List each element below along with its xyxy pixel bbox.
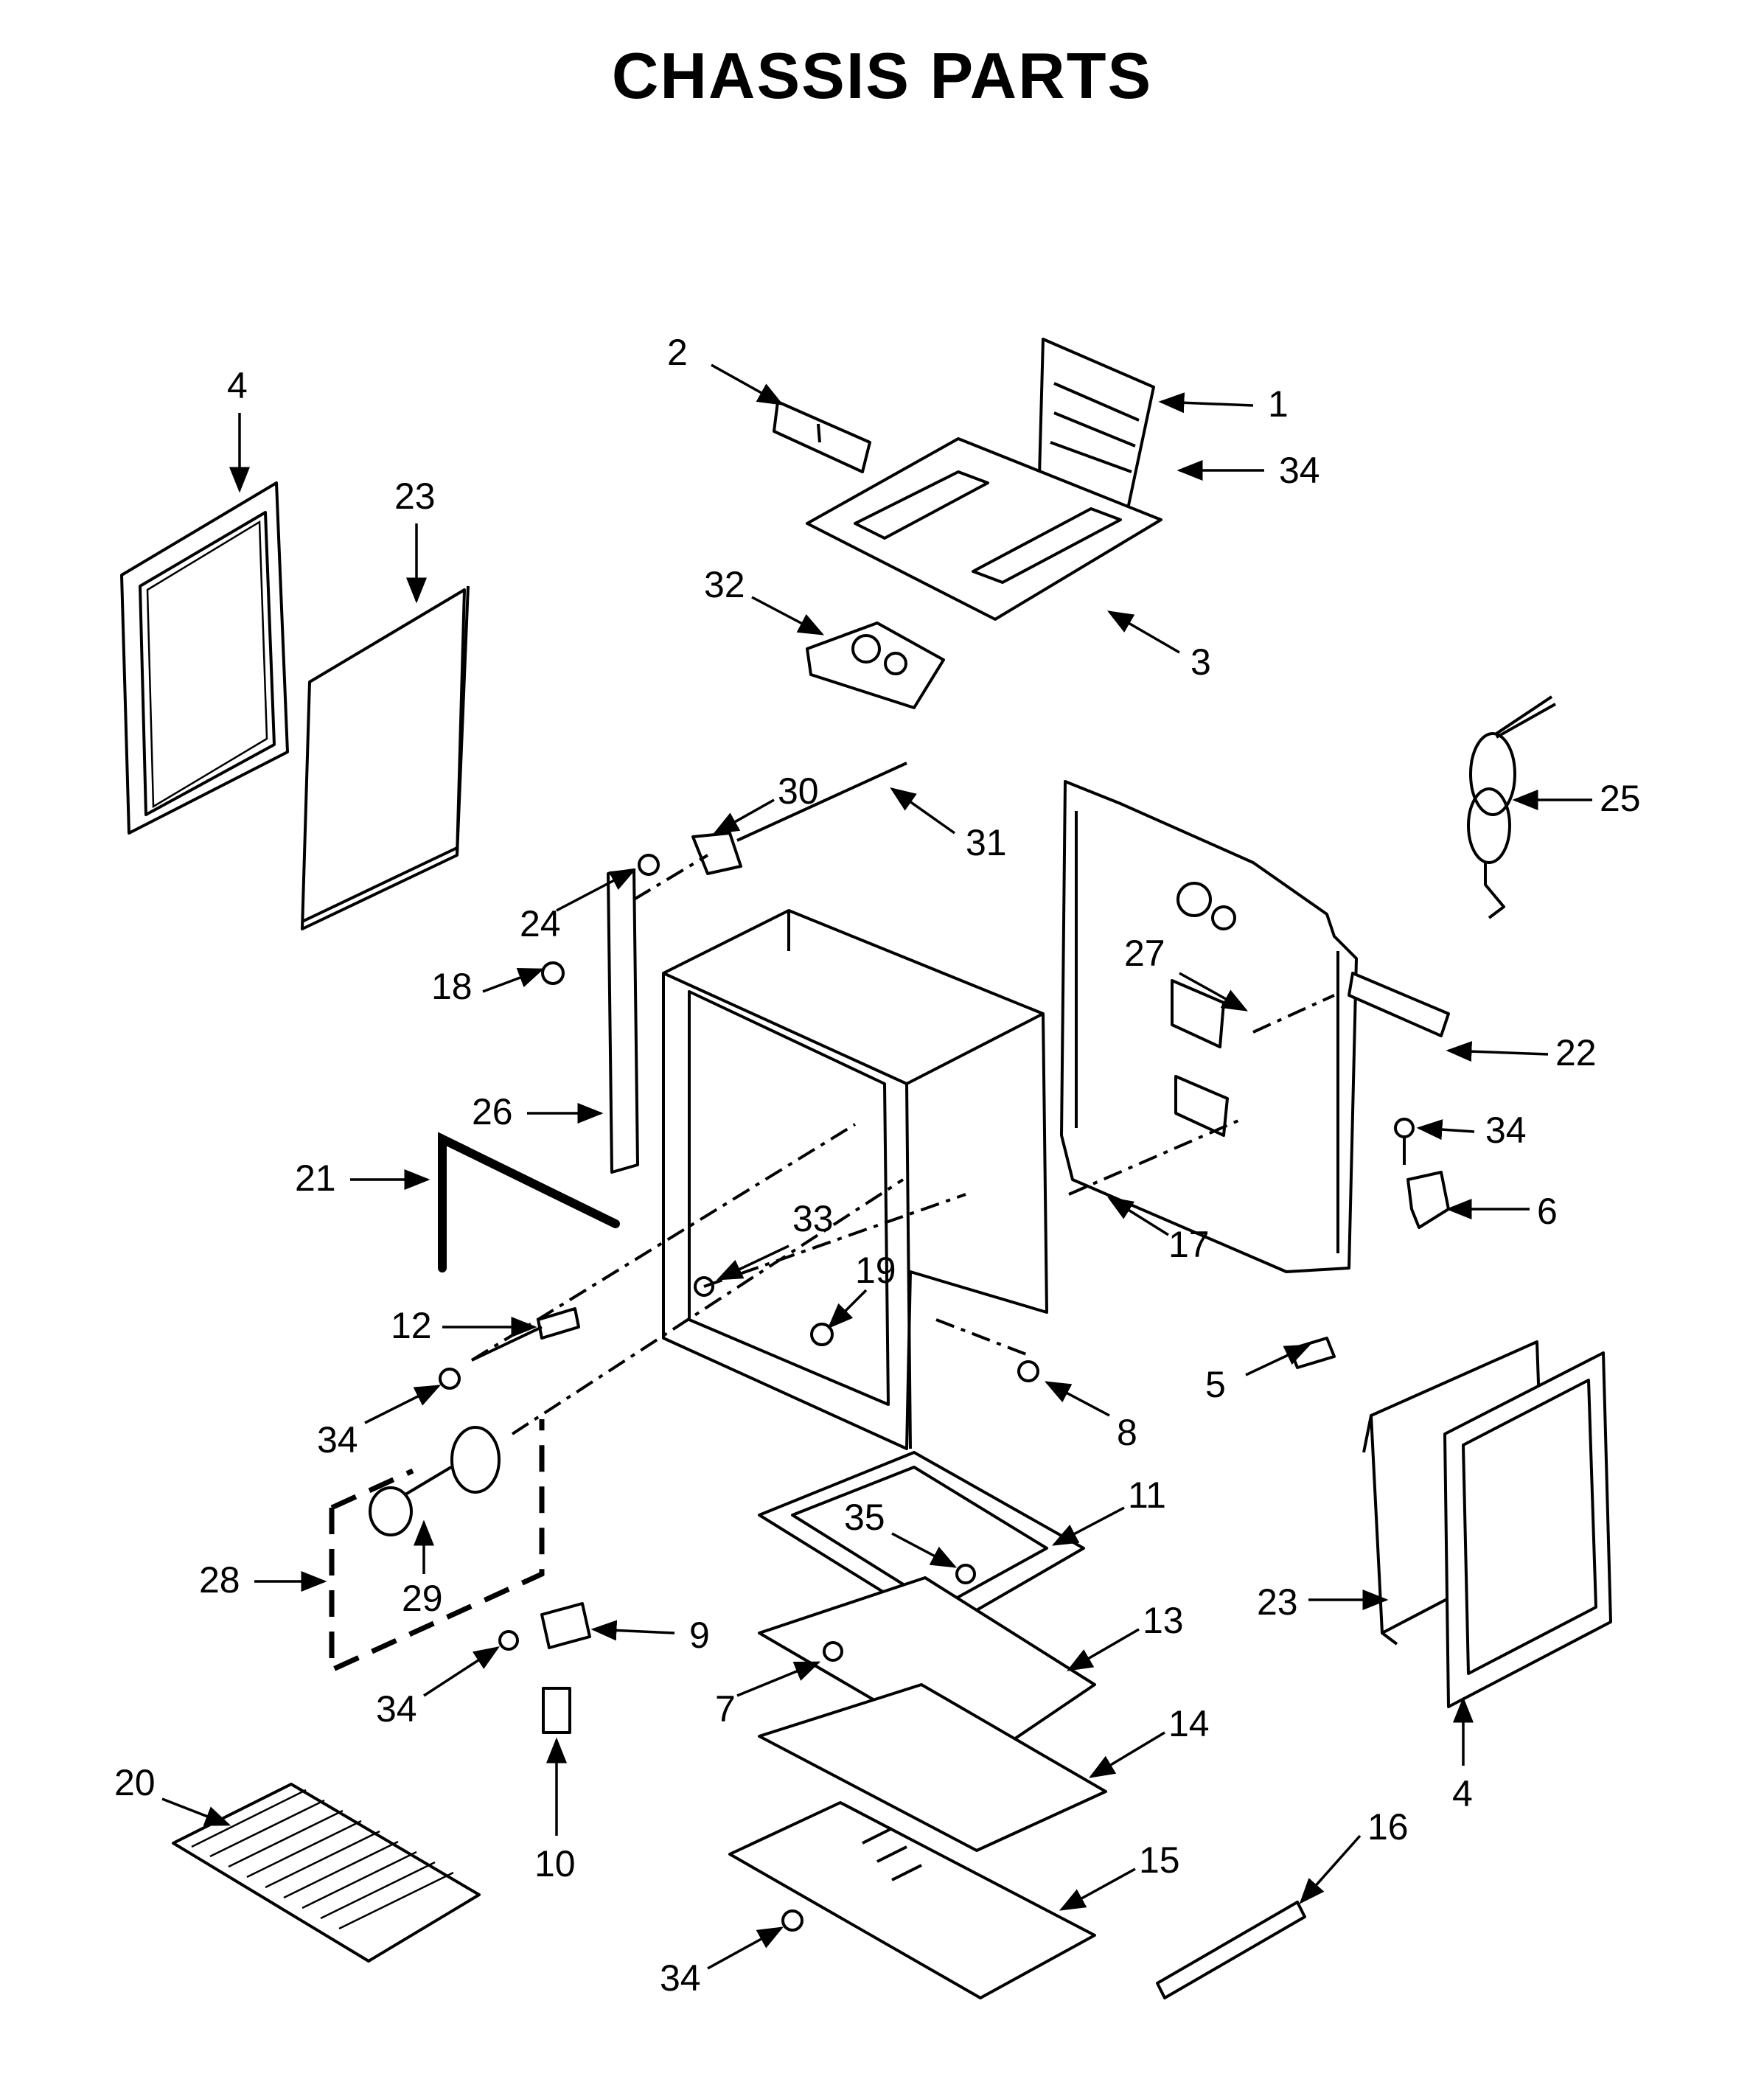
callout-34-left: 34: [317, 1419, 358, 1460]
screw-7: [823, 1641, 843, 1662]
callout-22: 22: [1555, 1032, 1597, 1073]
hinge-bracket: [607, 868, 639, 1174]
sensor-bracket: [691, 762, 907, 875]
callout-8: 8: [1117, 1412, 1137, 1453]
power-cord: [1467, 695, 1556, 919]
rear-panel: [1060, 780, 1358, 1273]
callout-1: 1: [1268, 383, 1289, 425]
oven-rack: [172, 1783, 481, 1963]
side-panel-left: [120, 481, 289, 835]
side-panel-right: [1443, 1351, 1612, 1708]
callout-29: 29: [402, 1578, 443, 1619]
callout-33: 33: [792, 1198, 834, 1239]
callout-12: 12: [391, 1305, 432, 1346]
callout-20: 20: [114, 1762, 156, 1803]
switch-assembly: [806, 622, 945, 709]
bottom-heat-shield: [758, 1683, 1107, 1852]
rear-bracket: [1348, 972, 1450, 1037]
oven-bottom-cover: [728, 1801, 1096, 1999]
burner-cap: [369, 1486, 413, 1536]
callout-34-right: 34: [1485, 1110, 1527, 1151]
igniter: [471, 1307, 580, 1362]
callout-14: 14: [1168, 1703, 1210, 1744]
callout-28: 28: [199, 1559, 240, 1601]
callout-34-bottom: 34: [660, 1957, 701, 1999]
cooktop-support-plate: [806, 437, 1162, 621]
callout-7: 7: [715, 1688, 736, 1730]
bracket-top: [773, 400, 871, 473]
screw-left-mid: [439, 1368, 461, 1390]
screw-19: [810, 1323, 834, 1346]
door-gasket: [438, 1132, 620, 1272]
valve-spring: [542, 1687, 571, 1734]
callout-13: 13: [1143, 1600, 1184, 1641]
callout-9: 9: [689, 1615, 710, 1656]
callout-32: 32: [704, 564, 745, 605]
callout-21: 21: [295, 1157, 336, 1199]
callout-25: 25: [1600, 778, 1641, 819]
screw-35: [955, 1564, 976, 1584]
gas-valve: [540, 1602, 591, 1649]
insulation-left: [301, 585, 470, 930]
screw-right-upper: [1394, 1118, 1415, 1165]
assembly-lines: [470, 854, 1335, 1435]
callout-3: 3: [1190, 641, 1211, 683]
callout-34-top: 34: [1279, 450, 1320, 491]
callout-23-right: 23: [1257, 1581, 1298, 1623]
burner-group-outline: [329, 1419, 545, 1674]
callout-2: 2: [667, 332, 688, 373]
burner-orifice: [400, 1426, 501, 1498]
callout-30: 30: [778, 770, 819, 812]
clip: [1289, 1337, 1336, 1369]
screw-valve: [498, 1630, 519, 1651]
callout-26: 26: [472, 1091, 513, 1132]
screw-24: [638, 854, 660, 876]
ground-bracket: [1406, 1171, 1450, 1229]
callout-23-left: 23: [394, 476, 436, 517]
temperature-sensor: [1156, 1901, 1306, 1999]
callout-27: 27: [1124, 933, 1165, 974]
page-title: CHASSIS PARTS: [611, 39, 1153, 112]
callout-5: 5: [1205, 1364, 1226, 1405]
callout-16: 16: [1367, 1806, 1409, 1848]
callout-15: 15: [1139, 1839, 1180, 1881]
callout-34-valve: 34: [376, 1688, 417, 1730]
callout-4-right: 4: [1452, 1773, 1473, 1814]
callout-11: 11: [1128, 1474, 1166, 1516]
screw-bottom: [781, 1909, 803, 1932]
callout-35: 35: [844, 1497, 885, 1538]
callout-31: 31: [966, 822, 1007, 863]
callout-10: 10: [534, 1843, 576, 1884]
callout-4-left: 4: [227, 365, 248, 406]
callout-19: 19: [855, 1250, 896, 1291]
callout-24: 24: [520, 903, 561, 944]
screw-18: [541, 961, 565, 985]
callout-17: 17: [1168, 1224, 1210, 1265]
oven-cavity: [662, 909, 1048, 1450]
callout-18: 18: [431, 966, 473, 1007]
callout-6: 6: [1537, 1191, 1558, 1232]
screw-8: [1017, 1360, 1039, 1382]
